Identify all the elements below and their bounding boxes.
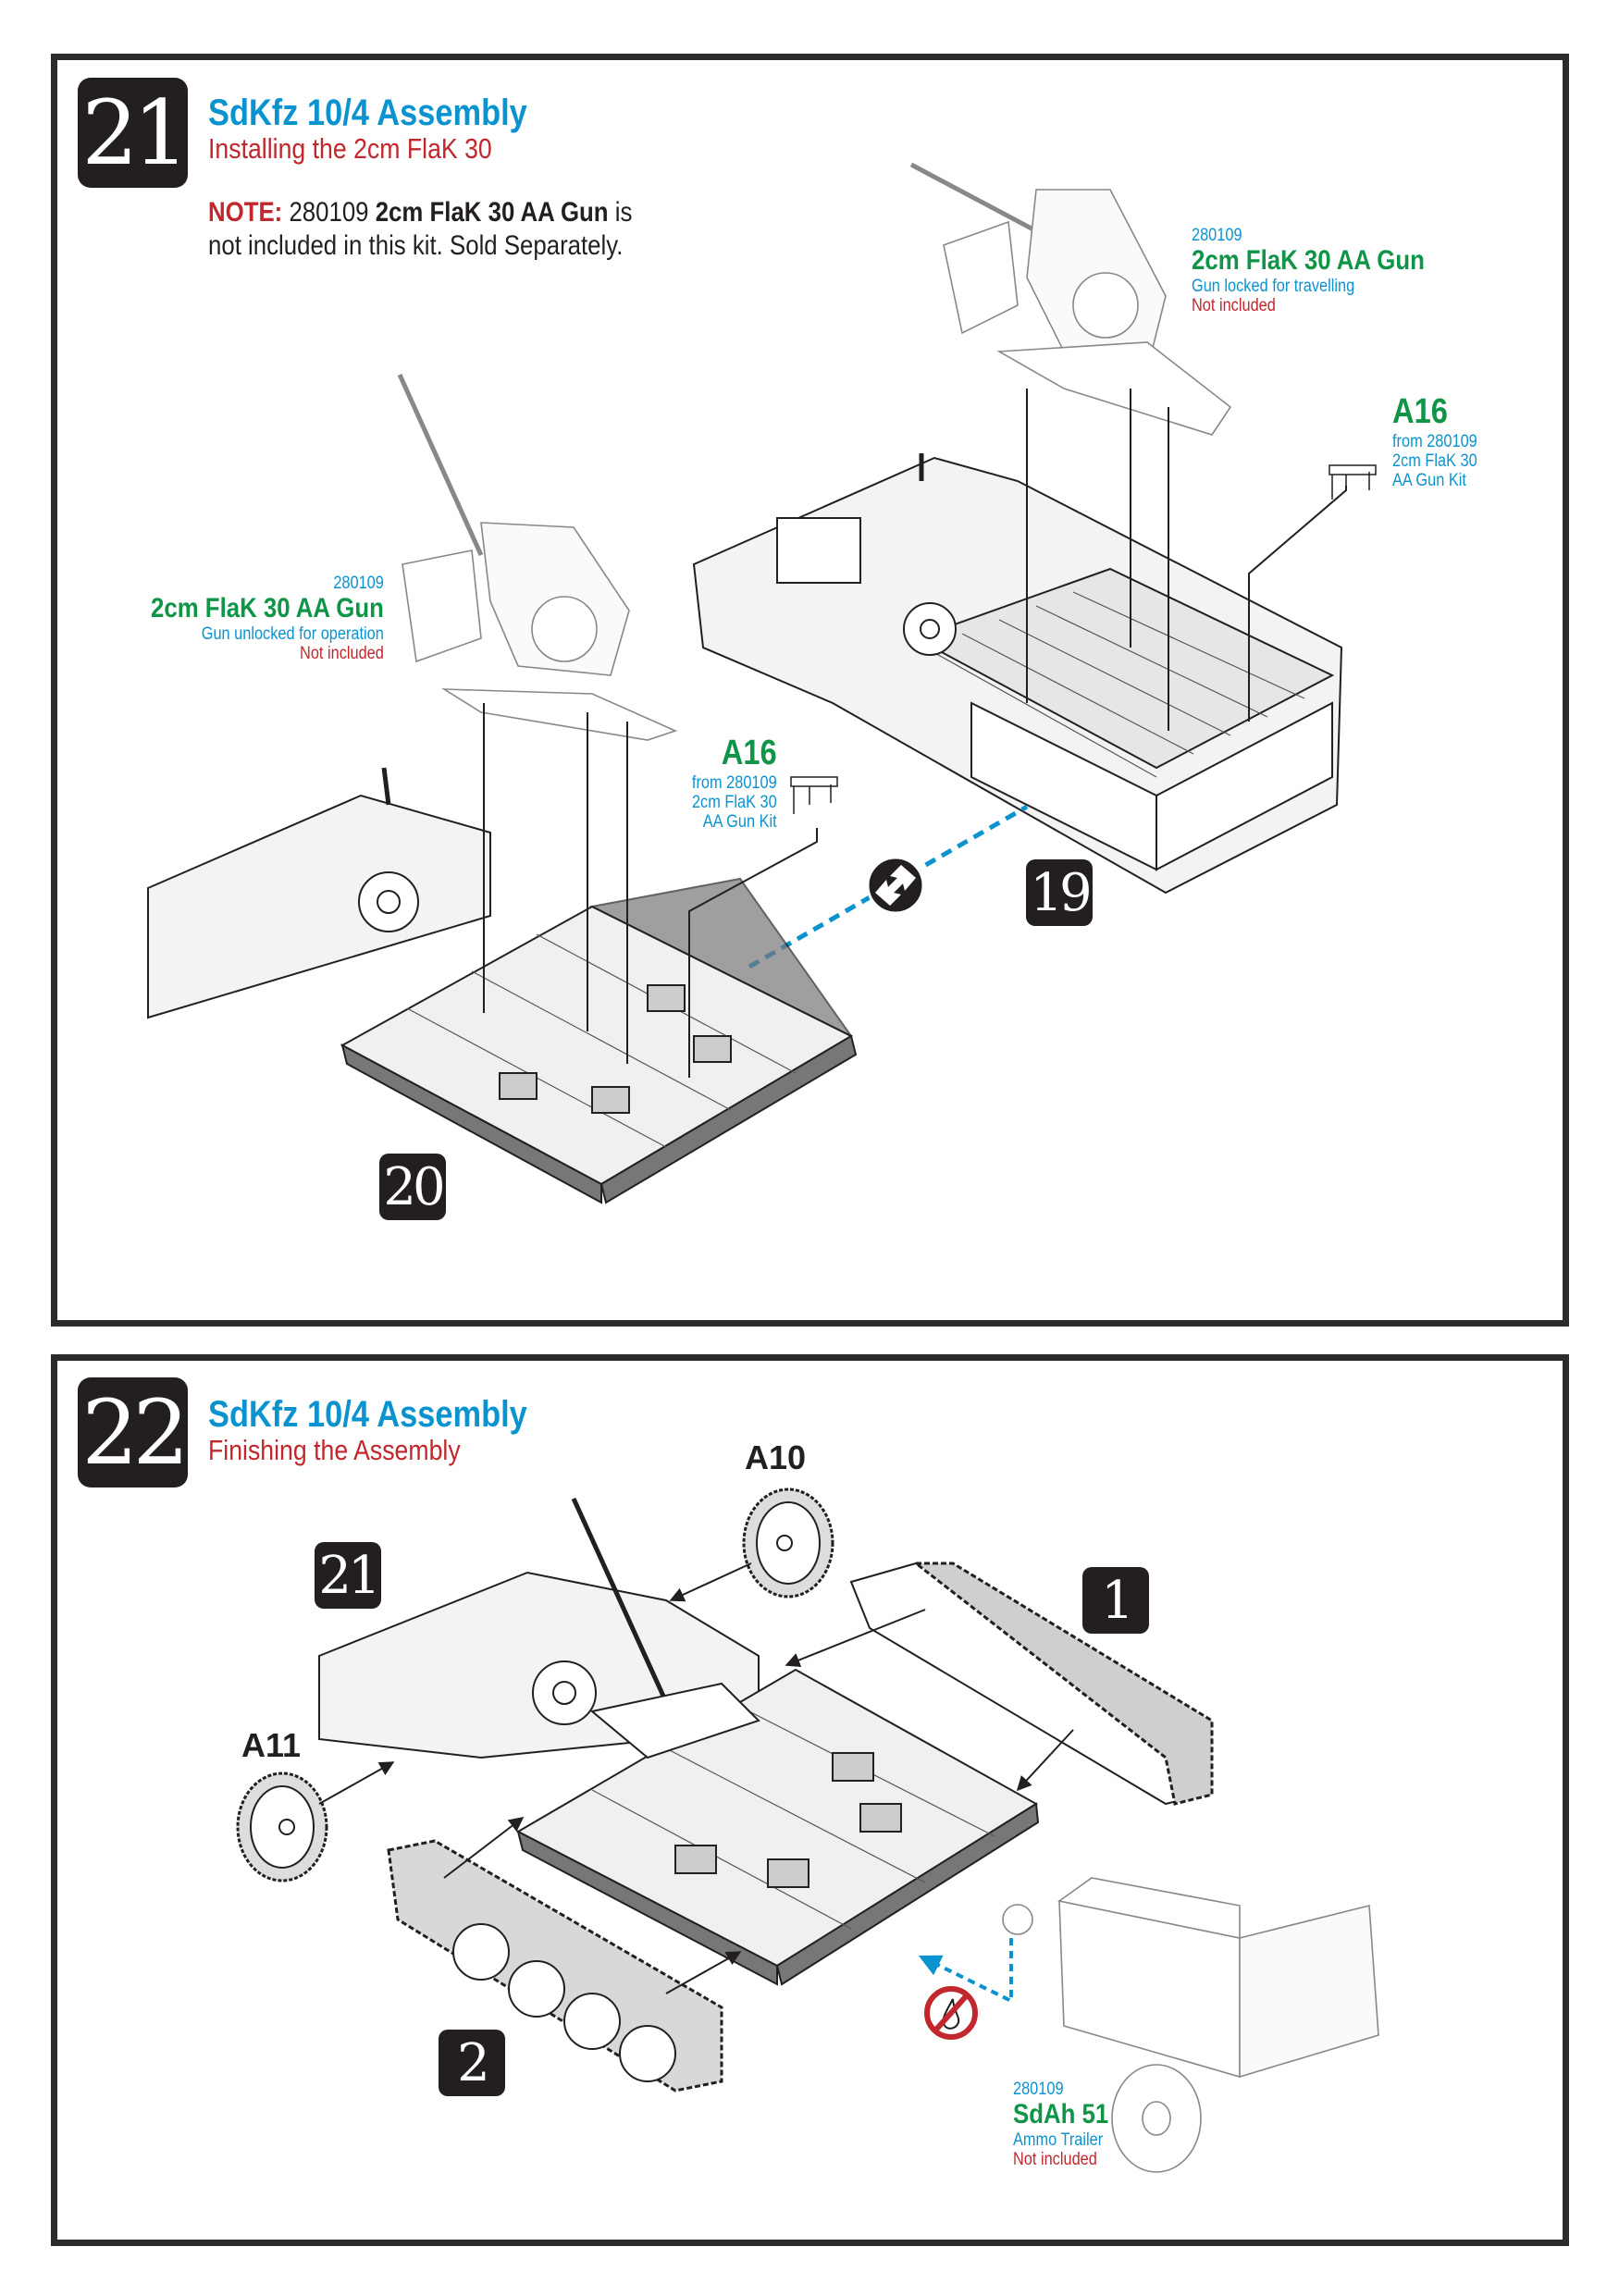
gun-travel-status: Not included: [1192, 296, 1276, 316]
note-line2: not included in this kit. Sold Separatel…: [208, 230, 624, 261]
part-a16-left-label: A16 from 280109 2cm FlaK 30 AA Gun Kit: [692, 734, 777, 832]
gun-travel-code: 280109: [1192, 226, 1242, 245]
part-a11-label: A11: [241, 1726, 302, 1764]
note-product: 2cm FlaK 30 AA Gun: [375, 197, 609, 228]
step-title: SdKfz 10/4 Assembly: [208, 93, 527, 133]
vehicle-step-19-drawing: [692, 453, 1343, 895]
vehicle-assembled-drawing: [318, 1497, 1040, 1986]
gun-operation-label: 280109 2cm FlaK 30 AA Gun Gun unlocked f…: [151, 574, 384, 663]
note-code: 280109: [289, 197, 369, 228]
vehicle-step-20-drawing: [147, 767, 858, 1204]
gun-operation-status: Not included: [300, 644, 384, 664]
flak-gun-operation-drawing: [397, 373, 678, 741]
sdah51-trailer-drawing: [1002, 1877, 1379, 2173]
part-source: 2cm FlaK 30: [1392, 451, 1477, 471]
sub-step-badge-21: 21: [315, 1542, 381, 1609]
sub-step-badge-19: 19: [1026, 859, 1093, 926]
part-source: from 280109: [1392, 431, 1477, 451]
part-a16-right-drawing: [1329, 464, 1377, 500]
track-1-drawing: [849, 1562, 1214, 1806]
part-a16-right-label: A16 from 280109 2cm FlaK 30 AA Gun Kit: [1392, 392, 1477, 490]
sub-step-badge-2: 2: [439, 2030, 505, 2096]
sub-step-badge-1: 1: [1082, 1567, 1149, 1634]
part-a16-left-drawing: [790, 776, 838, 814]
part-source: from 280109: [692, 772, 777, 793]
part-source: 2cm FlaK 30: [692, 792, 777, 812]
step-title: SdKfz 10/4 Assembly: [208, 1394, 527, 1435]
trailer-status: Not included: [1013, 2150, 1097, 2170]
connection-dashed-line: [748, 804, 1029, 969]
trailer-desc: Ammo Trailer: [1013, 2129, 1104, 2150]
gun-travel-name: 2cm FlaK 30 AA Gun: [1192, 245, 1425, 277]
part-source: AA Gun Kit: [703, 812, 777, 833]
part-id: A16: [1392, 392, 1448, 431]
wheel-a11-drawing: [236, 1771, 328, 1882]
step-number-badge: 22: [78, 1377, 190, 1487]
track-2-drawing: [387, 1839, 723, 2092]
alternative-assembly-icon: [866, 856, 925, 915]
step-subtitle: Installing the 2cm FlaK 30: [208, 132, 492, 165]
gun-operation-name: 2cm FlaK 30 AA Gun: [151, 593, 384, 624]
part-source: AA Gun Kit: [1392, 471, 1466, 491]
trailer-label: 280109 SdAh 51 Ammo Trailer Not included: [1013, 2080, 1108, 2169]
no-glue-icon: [924, 1986, 978, 2040]
step-number-badge: 21: [78, 78, 190, 188]
flak-gun-travel-drawing: [909, 162, 1232, 436]
wheel-a10-drawing: [742, 1487, 834, 1599]
note-text: NOTE: 280109 2cm FlaK 30 AA Gun is not i…: [208, 196, 632, 263]
part-a10-label: A10: [745, 1438, 807, 1476]
part-id: A16: [722, 734, 777, 772]
trailer-name: SdAh 51: [1013, 2099, 1109, 2130]
step-subtitle: Finishing the Assembly: [208, 1434, 461, 1466]
gun-operation-desc: Gun unlocked for operation: [201, 623, 384, 644]
trailer-dashed-line: [918, 1938, 1013, 2005]
note-label: NOTE:: [208, 197, 283, 228]
trailer-code: 280109: [1013, 2080, 1064, 2099]
gun-operation-code: 280109: [333, 574, 384, 593]
note-tail: is: [614, 197, 633, 228]
gun-travel-desc: Gun locked for travelling: [1192, 276, 1355, 296]
gun-travel-label: 280109 2cm FlaK 30 AA Gun Gun locked for…: [1192, 226, 1425, 315]
sub-step-badge-20: 20: [379, 1154, 446, 1220]
